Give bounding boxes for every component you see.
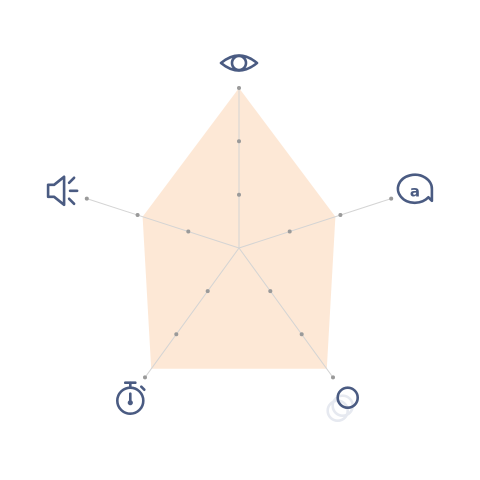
speaker-icon: [46, 175, 79, 207]
axis-tick-dot: [268, 289, 273, 294]
axis-tick-dot: [287, 229, 292, 234]
axis-tick-dot: [389, 196, 394, 201]
svg-text:a: a: [410, 182, 420, 200]
axis-tick-dot: [174, 332, 179, 337]
cursor-circles-icon: [326, 386, 360, 423]
axis-line: [238, 198, 392, 249]
axis-tick-dot: [186, 229, 191, 234]
speech-bubble-icon: a: [396, 173, 434, 205]
axis-tick-dot: [237, 86, 241, 90]
axis-tick-dot: [143, 375, 147, 380]
axis-tick-dot: [84, 196, 89, 201]
eye-icon: [219, 54, 259, 72]
axis-tick-dot: [299, 332, 304, 337]
stopwatch-icon: [116, 381, 146, 416]
axis-tick-dot: [338, 213, 343, 217]
axis-tick-dot: [331, 375, 335, 380]
axis-line: [144, 247, 240, 378]
axis-line: [238, 247, 334, 378]
axis-tick-dot: [237, 192, 241, 197]
axis-tick-dot: [205, 289, 210, 294]
axis-tick-dot: [237, 139, 241, 144]
axis-tick-dot: [135, 213, 140, 217]
axis-line: [86, 198, 240, 249]
